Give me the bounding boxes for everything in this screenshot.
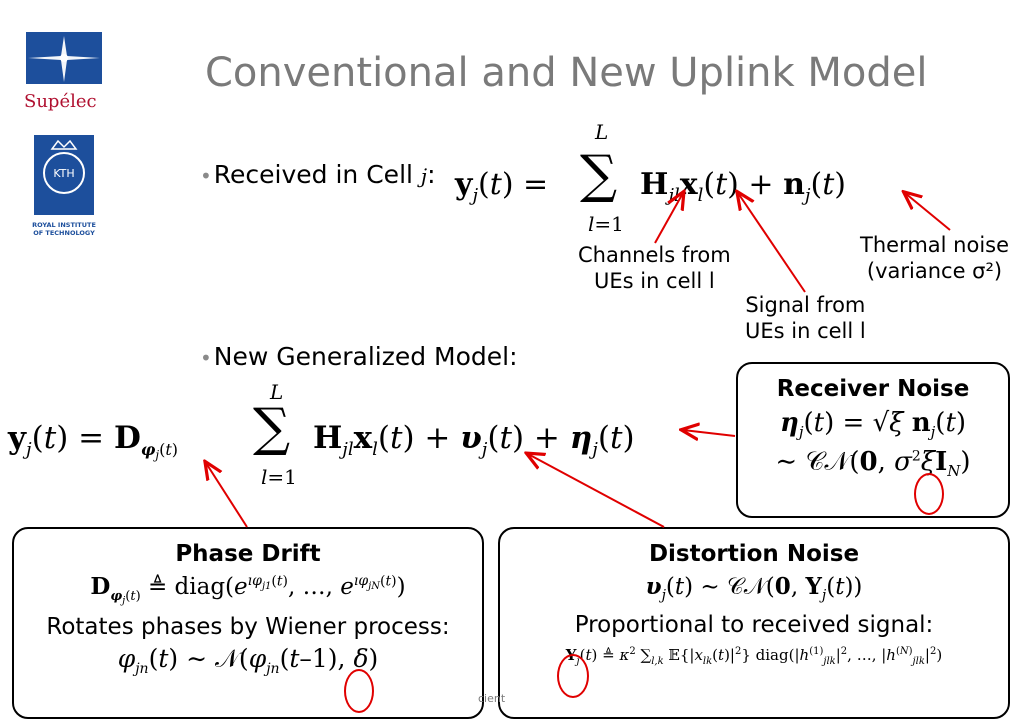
delta-highlight-oval [344,669,374,713]
phase-drift-text: Rotates phases by Wiener process: [46,614,450,641]
bullet-new-model: •New Generalized Model: [200,342,518,371]
bullet-received-suffix: : [427,160,436,189]
phase-drift-box: Phase Drift Dφj(t) ≜ diag(eıφj1(t), …, e… [12,527,484,719]
arrow-distortion-noise [528,454,665,528]
distortion-noise-box: Distortion Noise υj(t) ∼ 𝒞𝒩(0, Υj(t)) Pr… [498,527,1010,719]
annotation-signal-line2: UEs in cell l [745,319,866,343]
distortion-noise-heading: Distortion Noise [648,541,860,567]
kth-caption-2: OF TECHNOLOGY [33,229,95,237]
supelec-logo: Supélec [24,30,104,112]
bullet-received-label: Received in Cell [213,160,421,189]
arrow-signal [738,193,806,293]
kth-text: KTH [53,167,74,180]
supelec-label: Supélec [24,91,97,112]
bullet-new-model-label: New Generalized Model: [213,342,518,371]
annotation-channels: Channels from UEs in cell l [578,242,731,294]
footer-text: cient [478,692,506,705]
xi-highlight-oval [914,473,944,515]
receiver-noise-line2: ∼ 𝒞𝒩(0, σ2ξIN) [775,447,971,481]
kappa-highlight-oval [557,654,589,698]
annotation-channels-line2: UEs in cell l [593,269,715,293]
bullet-dot: • [200,164,212,188]
kth-caption-1: ROYAL INSTITUTE [32,221,96,229]
arrow-receiver-noise [683,430,736,436]
annotation-thermal-line2: (variance σ²) [866,259,1003,283]
annotation-thermal: Thermal noise (variance σ²) [860,232,1009,284]
arrow-phase-drift [206,463,248,528]
distortion-noise-line1: υj(t) ∼ 𝒞𝒩(0, Υj(t)) [645,573,863,604]
kth-logo: KTH ROYAL INSTITUTE OF TECHNOLOGY [24,135,104,237]
arrow-channels [654,193,683,244]
annotation-signal-line1: Signal from [745,293,866,317]
phase-drift-heading: Phase Drift [175,541,321,567]
cell-var: j [420,164,428,188]
bullet-dot-2: • [200,346,212,370]
arrow-thermal [905,193,951,231]
receiver-noise-heading: Receiver Noise [776,376,970,402]
phase-drift-line2: φjn(t) ∼ 𝒩(φjn(t–1), δ) [117,644,379,678]
page-title: Conventional and New Uplink Model [205,50,928,96]
annotation-thermal-line1: Thermal noise [860,233,1010,257]
annotation-signal: Signal from UEs in cell l [745,292,866,344]
distortion-noise-text: Proportional to received signal: [574,611,934,638]
annotation-channels-line1: Channels from [578,243,731,267]
receiver-noise-line1: ηj(t) = √ξ nj(t) [779,408,967,442]
bullet-received: •Received in Cell j: [200,160,436,189]
supelec-emblem-icon [26,32,102,84]
receiver-noise-box: Receiver Noise ηj(t) = √ξ nj(t) ∼ 𝒞𝒩(0, … [736,362,1010,518]
kth-crest-icon: KTH [34,135,94,215]
phase-drift-line1: Dφj(t) ≜ diag(eıφj1(t), …, eıφjN(t)) [90,573,406,607]
